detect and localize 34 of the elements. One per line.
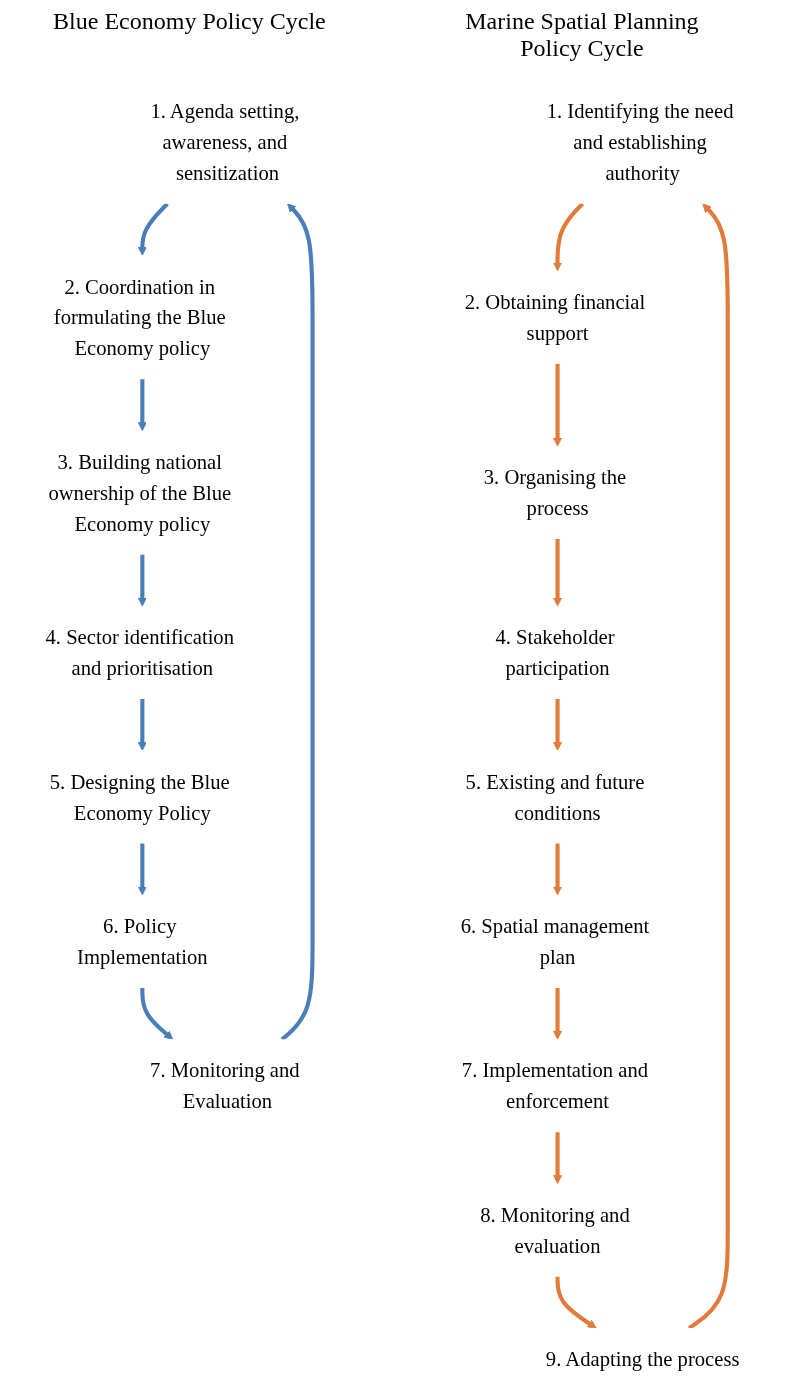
arrow (137, 698, 147, 751)
node-text: 7. Monitoring and Evaluation (150, 1058, 300, 1113)
arrow (555, 1276, 597, 1329)
arrow (687, 203, 730, 1330)
node-text: 1. Agenda setting, awareness, and sensitization (150, 99, 300, 185)
arrow (137, 554, 147, 607)
cycle-title: Marine Spatial Planning Policy Cycle (464, 8, 700, 62)
node-text: 5. Existing and future conditions (465, 770, 645, 824)
node-text: 6. Policy Implementation (77, 914, 208, 969)
arrow (553, 698, 563, 751)
node-text: 2. Obtaining financial support (464, 290, 646, 345)
node-text: 5. Designing the Blue Economy Policy (49, 770, 230, 824)
node-text: 7. Implementation and enforcement (461, 1058, 649, 1113)
arrow (553, 1132, 563, 1185)
arrow (553, 987, 563, 1040)
arrow (140, 987, 174, 1040)
arrow (553, 539, 563, 607)
cycle-title: Blue Economy Policy Cycle (53, 8, 326, 36)
arrow (553, 363, 563, 447)
node-text: 3. Building national ownership of the Blue Economy policy (48, 450, 232, 535)
node-text: 4. Sector identification and prioritisation (45, 625, 235, 680)
node-text: 4. Stakeholder participation (495, 625, 615, 680)
arrow (280, 203, 315, 1041)
arrow (137, 202, 169, 256)
node-text: 3. Organising the process (483, 465, 627, 520)
arrow (553, 843, 563, 896)
node-text: 9. Adapting the process (545, 1347, 740, 1371)
node-text: 2. Coordination in formulating the Blue Economy policy (53, 274, 226, 360)
node-text: 8. Monitoring and evaluation (480, 1203, 630, 1257)
arrow (137, 379, 147, 432)
arrow (137, 843, 147, 896)
node-text: 6. Spatial management plan (460, 914, 650, 969)
node-text: 1. Identifying the need and establishing authority (546, 99, 734, 185)
arrow (553, 202, 585, 272)
